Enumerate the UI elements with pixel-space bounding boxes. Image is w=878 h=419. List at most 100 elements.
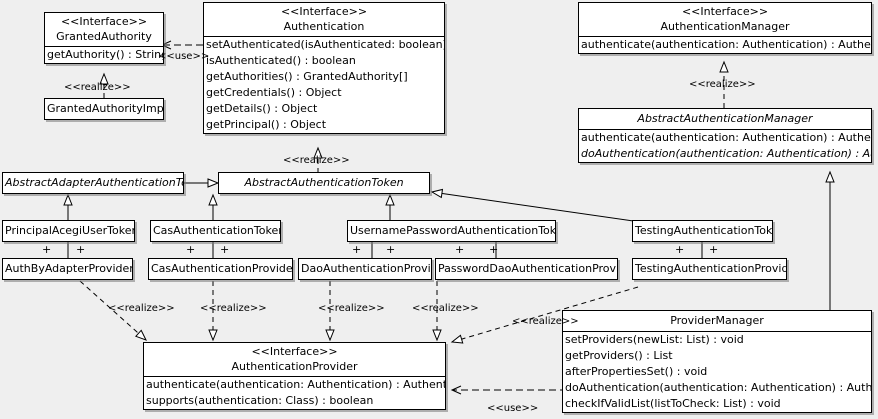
class-header: AbstractAuthenticationManager <box>579 109 871 129</box>
member-row: afterPropertiesSet() : void <box>565 365 708 378</box>
stereotype-label: <<Interface>> <box>681 5 769 18</box>
member-row: doAuthentication(authentication: Authent… <box>565 381 872 394</box>
member-row: checkIfValidList(listToCheck: List) : vo… <box>565 397 781 410</box>
class-cas-authentication-token[interactable]: CasAuthenticationToken <box>150 220 281 242</box>
class-name-label: AbstractAuthenticationToken <box>244 176 404 189</box>
member-row: authenticate(authentication: Authenticat… <box>581 131 871 144</box>
member-row: getCredentials() : Object <box>206 86 342 99</box>
class-name-label: GrantedAuthority <box>56 30 152 43</box>
class-password-dao-authentication-provider[interactable]: PasswordDaoAuthenticationProvider <box>435 258 618 280</box>
members-compartment: authenticate(authentication: Authenticat… <box>144 377 445 409</box>
class-abstract-authentication-token[interactable]: AbstractAuthenticationToken <box>218 172 430 194</box>
multiplicity-plus: + <box>489 243 499 256</box>
member-row: authenticate(authentication: Authenticat… <box>581 38 871 51</box>
divider <box>204 36 444 37</box>
multiplicity-plus: + <box>42 243 52 256</box>
divider <box>144 376 445 377</box>
class-name-label: PrincipalAcegiUserToken <box>5 224 135 237</box>
class-abstract-authentication-manager[interactable]: AbstractAuthenticationManager authentica… <box>578 108 872 163</box>
edge-label-realize-auth-by-adapter: <<realize>> <box>108 303 175 314</box>
class-name-label: ProviderManager <box>670 314 764 327</box>
edge-label-realize-dao: <<realize>> <box>318 303 385 314</box>
class-header: <<Interface>> Authentication <box>204 3 444 36</box>
class-authentication[interactable]: <<Interface>> Authentication setAuthenti… <box>203 2 445 134</box>
member-row: setAuthenticated(isAuthenticated: boolea… <box>206 38 445 51</box>
multiplicity-plus: + <box>675 243 685 256</box>
member-row: setProviders(newList: List) : void <box>565 333 744 346</box>
multiplicity-plus: + <box>76 243 86 256</box>
multiplicity-plus: + <box>220 243 230 256</box>
member-row: isAuthenticated() : boolean <box>206 54 356 67</box>
member-row: getAuthorities() : GrantedAuthority[] <box>206 70 408 83</box>
class-header: <<Interface>> GrantedAuthority <box>45 13 163 46</box>
multiplicity-plus: + <box>186 243 196 256</box>
class-name-label: DaoAuthenticationProvider <box>301 262 431 275</box>
stereotype-label: <<Interface>> <box>60 15 148 28</box>
class-name-label: TestingAuthenticationProvider <box>635 262 787 275</box>
class-name-label: AuthByAdapterProvider <box>5 262 133 275</box>
class-header: AuthByAdapterProvider <box>3 259 132 279</box>
class-header: AbstractAdapterAuthenticationToken <box>3 173 183 193</box>
class-name-label: CasAuthenticationToken <box>153 224 281 237</box>
edge-label-realize-testing: <<realize>> <box>512 316 579 327</box>
member-row: getAuthority() : String <box>47 48 164 61</box>
multiplicity-plus: + <box>352 243 362 256</box>
class-dao-authentication-provider[interactable]: DaoAuthenticationProvider <box>298 258 432 280</box>
edge-label-realize-password-dao: <<realize>> <box>412 303 479 314</box>
class-name-label: AuthenticationManager <box>660 20 790 33</box>
class-name-label: AbstractAuthenticationManager <box>637 112 813 125</box>
class-header: AbstractAuthenticationToken <box>219 173 429 193</box>
member-row: getPrincipal() : Object <box>206 118 327 131</box>
member-row: doAuthentication(authentication: Authent… <box>581 147 871 160</box>
divider <box>563 331 871 332</box>
class-header: PasswordDaoAuthenticationProvider <box>436 259 617 279</box>
class-name-label: TestingAuthenticationToken <box>635 224 773 237</box>
divider <box>45 46 163 47</box>
divider <box>579 129 871 130</box>
edge-testingauthenticationtoken-extends-abstractauthenticationtoken <box>430 188 641 223</box>
class-header: UsernamePasswordAuthenticationToken <box>348 221 555 241</box>
divider <box>579 36 871 37</box>
edge-label-realize-authentication-manager: <<realize>> <box>689 79 756 90</box>
class-header: CasAuthenticationToken <box>151 221 280 241</box>
class-granted-authority-impl[interactable]: GrantedAuthorityImpl <box>44 98 164 120</box>
multiplicity-plus: + <box>386 243 396 256</box>
stereotype-label: <<Interface>> <box>280 5 368 18</box>
member-row: supports(authentication: Class) : boolea… <box>146 394 374 407</box>
class-header: CasAuthenticationProvider <box>149 259 292 279</box>
class-username-password-authentication-token[interactable]: UsernamePasswordAuthenticationToken <box>347 220 556 242</box>
class-header: DaoAuthenticationProvider <box>299 259 431 279</box>
class-header: TestingAuthenticationProvider <box>633 259 786 279</box>
class-auth-by-adapter-provider[interactable]: AuthByAdapterProvider <box>2 258 133 280</box>
class-header: GrantedAuthorityImpl <box>45 99 163 119</box>
class-abstract-adapter-authentication-token[interactable]: AbstractAdapterAuthenticationToken <box>2 172 184 194</box>
class-authentication-manager[interactable]: <<Interface>> AuthenticationManager auth… <box>578 2 872 54</box>
members-compartment: authenticate(authentication: Authenticat… <box>579 37 871 53</box>
edge-label-realize-cas: <<realize>> <box>200 303 267 314</box>
members-compartment: authenticate(authentication: Authenticat… <box>579 130 871 162</box>
class-name-label: AbstractAdapterAuthenticationToken <box>5 176 183 189</box>
class-header: <<Interface>> AuthenticationProvider <box>144 343 445 376</box>
class-provider-manager[interactable]: ProviderManager setProviders(newList: Li… <box>562 310 872 413</box>
class-authentication-provider[interactable]: <<Interface>> AuthenticationProvider aut… <box>143 342 446 410</box>
edge-label-use-provider-manager: <<use>> <box>487 403 539 414</box>
class-name-label: Authentication <box>283 20 365 33</box>
edge-label-use-granted-authority: <<use>> <box>158 51 210 62</box>
multiplicity-plus: + <box>709 243 719 256</box>
edge-label-realize-authentication: <<realize>> <box>283 155 350 166</box>
class-name-label: UsernamePasswordAuthenticationToken <box>350 224 556 237</box>
members-compartment: setProviders(newList: List) : void getPr… <box>563 332 871 412</box>
stereotype-label: <<Interface>> <box>251 345 338 358</box>
class-granted-authority[interactable]: <<Interface>> GrantedAuthority getAuthor… <box>44 12 164 64</box>
class-name-label: PasswordDaoAuthenticationProvider <box>438 262 618 275</box>
member-row: getProviders() : List <box>565 349 673 362</box>
multiplicity-plus: + <box>455 243 465 256</box>
class-header: ProviderManager <box>563 311 871 331</box>
class-principal-acegi-user-token[interactable]: PrincipalAcegiUserToken <box>2 220 135 242</box>
class-testing-authentication-provider[interactable]: TestingAuthenticationProvider <box>632 258 787 280</box>
class-header: TestingAuthenticationToken <box>633 221 772 241</box>
class-testing-authentication-token[interactable]: TestingAuthenticationToken <box>632 220 773 242</box>
member-row: getDetails() : Object <box>206 102 318 115</box>
class-cas-authentication-provider[interactable]: CasAuthenticationProvider <box>148 258 293 280</box>
